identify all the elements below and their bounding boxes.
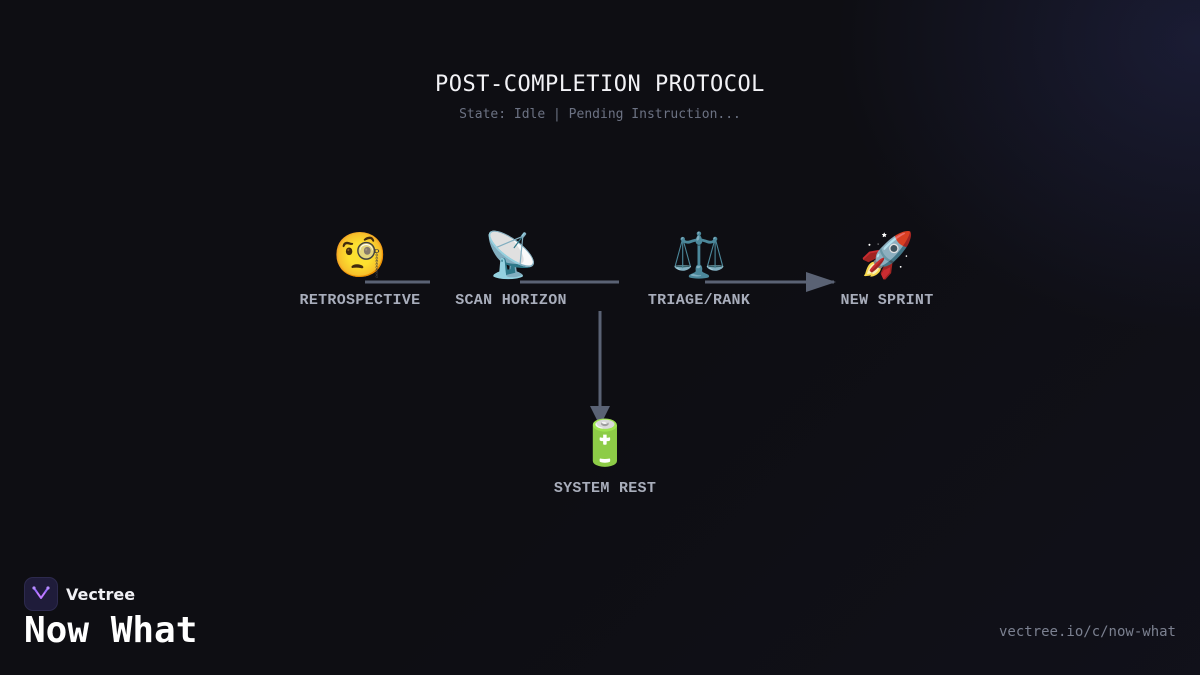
node-system-rest[interactable]: 🔋 SYSTEM REST bbox=[525, 416, 685, 497]
brand[interactable]: Vectree bbox=[24, 577, 135, 611]
battery-icon: 🔋 bbox=[577, 418, 633, 469]
vectree-logo-icon bbox=[24, 577, 58, 611]
diagram-title: POST-COMPLETION PROTOCOL bbox=[435, 72, 765, 97]
brand-name: Vectree bbox=[66, 584, 136, 604]
node-label-scan-horizon: SCAN HORIZON bbox=[455, 292, 567, 309]
balance-scale-icon: ⚖️ bbox=[671, 230, 727, 281]
page-name: Now What bbox=[24, 610, 198, 651]
page-url[interactable]: vectree.io/c/now-what bbox=[998, 624, 1176, 640]
node-label-new-sprint: NEW SPRINT bbox=[840, 292, 934, 309]
diagram-header: POST-COMPLETION PROTOCOL State: Idle | P… bbox=[0, 72, 1200, 122]
rocket-icon: 🚀 bbox=[859, 230, 915, 281]
node-retrospective[interactable]: 🧐 RETROSPECTIVE bbox=[280, 228, 440, 309]
node-new-sprint[interactable]: 🚀 NEW SPRINT bbox=[807, 228, 967, 309]
diagram-subtitle: State: Idle | Pending Instruction... bbox=[459, 107, 741, 122]
node-triage-rank[interactable]: ⚖️ TRIAGE/RANK bbox=[619, 228, 779, 309]
node-label-triage-rank: TRIAGE/RANK bbox=[647, 292, 751, 309]
node-label-system-rest: SYSTEM REST bbox=[553, 480, 657, 497]
satellite-dish-icon: 📡 bbox=[483, 230, 539, 281]
monocle-face-icon: 🧐 bbox=[332, 230, 388, 281]
node-scan-horizon[interactable]: 📡 SCAN HORIZON bbox=[431, 228, 591, 309]
node-label-retrospective: RETROSPECTIVE bbox=[299, 292, 421, 309]
